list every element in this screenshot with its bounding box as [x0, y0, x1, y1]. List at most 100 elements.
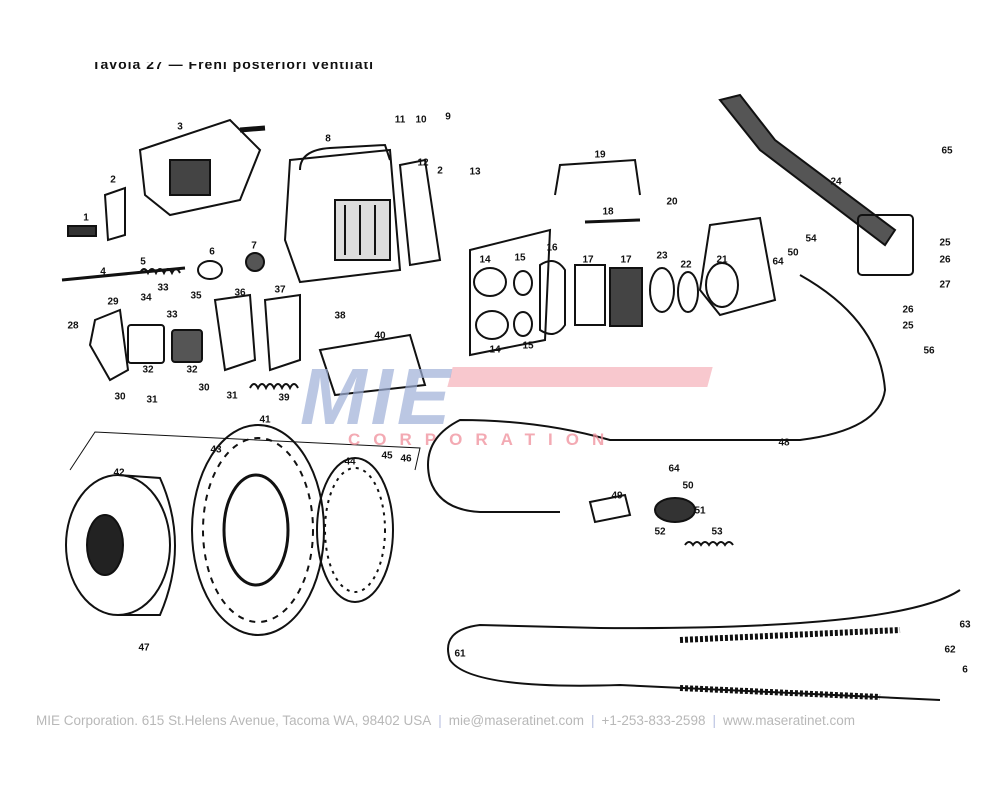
part-label-17: 17	[582, 254, 594, 266]
watermark: MIE CORPORATION	[300, 352, 720, 452]
bracket-line-41	[69, 431, 421, 471]
footer: MIE Corporation. 615 St.Helens Avenue, T…	[36, 713, 856, 728]
ring-22	[677, 271, 699, 313]
part-label-4: 4	[100, 266, 106, 278]
lever-24	[718, 93, 897, 247]
ring-44	[316, 457, 394, 603]
part-label-52: 52	[654, 526, 666, 538]
spring-39	[249, 383, 299, 391]
watermark-brand: MIE	[300, 352, 455, 441]
part-label-6: 6	[962, 664, 968, 676]
nut-6	[197, 260, 223, 280]
caliper-21	[698, 216, 777, 317]
brake-pad	[169, 159, 211, 196]
part-label-16: 16	[546, 242, 558, 254]
part-label-26: 26	[939, 254, 951, 266]
watermark-sub: CORPORATION	[348, 430, 618, 449]
part-label-32: 32	[142, 364, 154, 376]
part-label-25: 25	[902, 320, 914, 332]
piston-window	[334, 199, 391, 261]
part-label-30: 30	[114, 391, 126, 403]
part-label-33: 33	[166, 309, 178, 321]
part-label-54: 54	[805, 233, 817, 245]
part-label-31: 31	[226, 390, 238, 402]
part-label-53: 53	[711, 526, 723, 538]
part-label-39: 39	[278, 392, 290, 404]
part-label-62: 62	[944, 644, 956, 656]
part-label-63: 63	[959, 619, 971, 631]
part-label-21: 21	[716, 254, 728, 266]
part-label-45: 45	[381, 450, 393, 462]
part-label-40: 40	[374, 330, 386, 342]
part-label-41: 41	[259, 414, 271, 426]
part-label-50: 50	[682, 480, 694, 492]
part-label-36: 36	[234, 287, 246, 299]
footer-address: MIE Corporation. 615 St.Helens Avenue, T…	[36, 713, 432, 728]
pad-32b	[171, 329, 203, 363]
housing-14	[469, 228, 552, 357]
part-label-42: 42	[113, 467, 125, 479]
part-label-25: 25	[939, 237, 951, 249]
clevis-49	[588, 493, 632, 524]
pin-18	[584, 218, 641, 224]
part-label-44: 44	[344, 456, 356, 468]
watermark-red-bar	[447, 367, 713, 387]
spring-53	[684, 541, 734, 547]
part-label-24: 24	[830, 176, 842, 188]
cable-48	[427, 274, 887, 513]
part-label-65: 65	[941, 145, 953, 157]
part-label-29: 29	[107, 296, 119, 308]
plate-37	[263, 293, 301, 372]
pad-17a	[574, 264, 606, 326]
pulley-51	[654, 497, 696, 523]
bracket-12	[398, 158, 442, 267]
part-label-31: 31	[146, 394, 158, 406]
part-label-19: 19	[594, 149, 606, 161]
footer-website[interactable]: www.maseratinet.com	[722, 713, 856, 728]
part-label-49: 49	[611, 490, 623, 502]
part-label-48: 48	[778, 437, 790, 449]
part-label-15: 15	[514, 252, 526, 264]
part-label-20: 20	[666, 196, 678, 208]
footer-email[interactable]: mie@maseratinet.com	[448, 713, 584, 728]
part-label-12: 12	[417, 157, 429, 169]
part-label-38: 38	[334, 310, 346, 322]
part-label-10: 10	[415, 114, 427, 126]
part-label-34: 34	[140, 292, 152, 304]
part-label-33: 33	[157, 282, 169, 294]
part-label-43: 43	[210, 444, 222, 456]
rod-4	[61, 266, 186, 282]
part-label-1: 1	[83, 212, 89, 224]
part-label-22: 22	[680, 259, 692, 271]
part-label-47: 47	[138, 642, 150, 654]
lever-bracket	[857, 214, 914, 276]
part-label-5: 5	[140, 256, 146, 268]
pad-29	[88, 308, 130, 382]
footer-phone: +1-253-833-2598	[601, 713, 706, 728]
plate-36	[213, 293, 257, 372]
part-label-2: 2	[110, 174, 116, 186]
part-label-14: 14	[479, 254, 491, 266]
part-label-27: 27	[939, 279, 951, 291]
rotor-43	[191, 424, 325, 636]
bolt-1	[67, 225, 97, 237]
part-label-6: 6	[209, 246, 215, 258]
part-label-14: 14	[489, 344, 501, 356]
part-label-35: 35	[190, 290, 202, 302]
part-label-51: 51	[694, 505, 706, 517]
cable-61	[447, 589, 961, 701]
pad-32a	[127, 324, 165, 364]
part-label-9: 9	[445, 111, 451, 123]
part-label-26: 26	[902, 304, 914, 316]
plate-title: Tavola 27 — Freni posteriori ventilati	[92, 56, 375, 72]
bleed-pipe	[299, 143, 391, 171]
part-label-61: 61	[454, 648, 466, 660]
part-label-28: 28	[67, 320, 79, 332]
part-label-7: 7	[251, 240, 257, 252]
part-label-64: 64	[772, 256, 784, 268]
spring-5	[139, 268, 181, 276]
part-label-3: 3	[177, 121, 183, 133]
part-label-56: 56	[923, 345, 935, 357]
seal-16	[539, 260, 566, 335]
